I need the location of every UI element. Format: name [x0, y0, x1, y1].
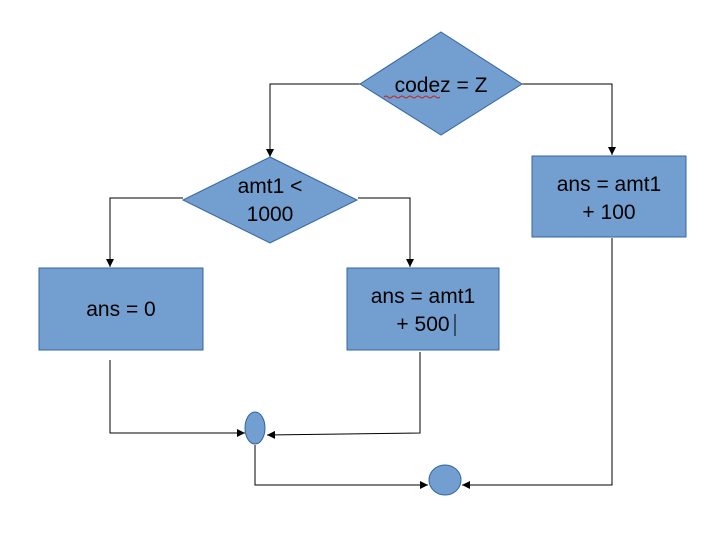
connector-decision2-to-ans-0 — [106, 197, 183, 267]
decision-codez-shape — [359, 31, 523, 136]
decision-amt1-label-line-2: 1000 — [247, 203, 294, 226]
process-ans-500[interactable]: ans = amt1 + 500 — [346, 267, 500, 351]
process-ans-0-label: ans = 0 — [86, 298, 155, 321]
connector-ans-500-to-merge-1 — [266, 352, 421, 439]
merge-connector-1[interactable] — [244, 411, 266, 445]
process-ans-100-label-line-1: ans = amt1 — [557, 173, 661, 196]
decision-amt1-label-line-1: amt1 < — [238, 175, 303, 198]
process-ans-0-shape — [38, 267, 204, 351]
merge-connector-2[interactable] — [428, 464, 462, 496]
decision-amt1-shape — [181, 156, 359, 244]
decision-amt1[interactable]: amt1 < 1000 — [181, 156, 359, 244]
decision-codez[interactable]: codez = Z — [359, 31, 523, 136]
spellcheck-underline — [383, 95, 441, 99]
process-ans-500-label-line-1: ans = amt1 — [371, 285, 475, 308]
decision-codez-label: codez = Z — [395, 74, 488, 97]
process-ans-100-shape — [531, 155, 687, 238]
process-ans-500-shape — [346, 267, 500, 351]
process-ans-100-label-line-2: + 100 — [582, 201, 635, 224]
connector-decision1-to-decision2 — [266, 83, 360, 157]
connector-ans-100-to-merge-2 — [462, 238, 613, 489]
connector-merge-1-to-merge-2 — [254, 445, 428, 489]
connector-decision2-to-ans-500 — [358, 197, 414, 267]
process-ans-500-label-line-2: + 500 — [396, 313, 449, 336]
connector-ans-0-to-merge-1 — [109, 360, 245, 437]
process-ans-100[interactable]: ans = amt1 + 100 — [531, 155, 687, 238]
process-ans-0[interactable]: ans = 0 — [38, 267, 204, 351]
connector-decision1-to-ans-100 — [522, 83, 616, 155]
